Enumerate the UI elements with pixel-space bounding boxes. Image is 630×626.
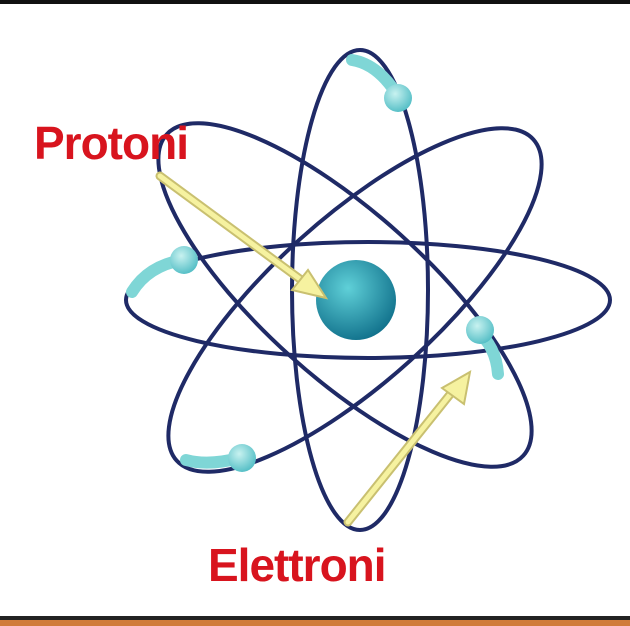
orbit-diagonal-a — [166, 126, 544, 474]
bottom-border — [0, 620, 630, 626]
electron-left — [170, 246, 198, 274]
orbit-horizontal — [124, 240, 612, 360]
label-electrons: Elettroni — [208, 539, 387, 591]
orbit-group — [124, 48, 612, 532]
arrow-protons — [155, 171, 329, 300]
arrow-electrons — [343, 370, 472, 527]
electron-bottom — [228, 444, 256, 472]
nucleus — [316, 260, 396, 340]
electron-top — [384, 84, 412, 112]
orbit-diagonal-b — [156, 121, 534, 469]
top-border — [0, 0, 630, 4]
electron-right — [466, 316, 494, 344]
label-protons: Protoni — [34, 117, 189, 169]
